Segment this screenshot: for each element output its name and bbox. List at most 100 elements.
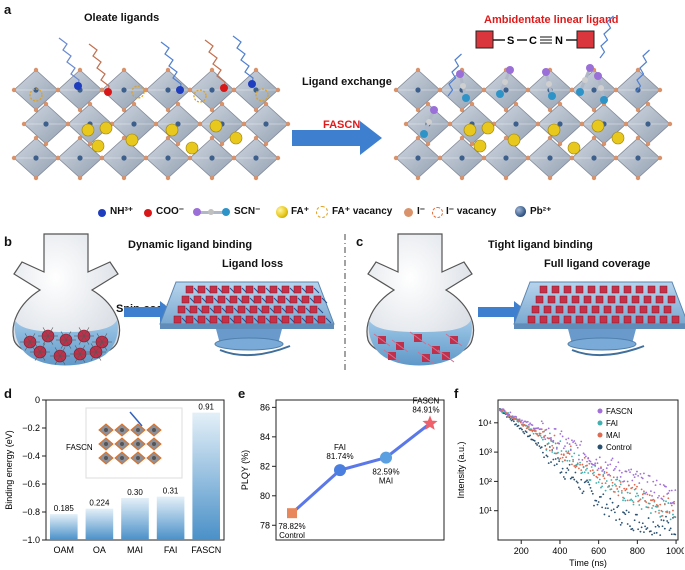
- iodide-atom: [547, 135, 553, 141]
- iodide-atom: [219, 141, 225, 147]
- iodide-atom: [77, 107, 83, 113]
- decay-point: [656, 524, 659, 527]
- y-tick-label: 82: [260, 461, 270, 471]
- decay-point: [544, 444, 547, 447]
- decay-point: [634, 487, 637, 490]
- decay-point: [529, 422, 532, 425]
- fa-vacancy: [131, 85, 145, 99]
- ligand-arm: [95, 343, 102, 353]
- film-cube: [547, 295, 556, 304]
- film-cube: [233, 285, 242, 294]
- inset-pb: [120, 428, 124, 432]
- decay-point: [644, 492, 646, 495]
- pb-atom: [175, 121, 181, 127]
- decay-point: [576, 446, 579, 449]
- ligand-arm: [437, 349, 455, 363]
- decay-point: [647, 517, 650, 519]
- film-cube: [659, 315, 668, 324]
- decay-point: [544, 438, 547, 441]
- ligand-arm: [409, 331, 427, 345]
- perovskite-slab-right: [393, 67, 673, 181]
- decay-point: [605, 471, 608, 474]
- scn-n-atom: [420, 130, 428, 138]
- decay-point: [502, 408, 505, 411]
- film-b-nanocrystals: [173, 285, 332, 324]
- iodide-atom: [77, 67, 83, 73]
- decay-point: [548, 446, 551, 448]
- decay-point: [578, 458, 580, 461]
- iodide-atom: [275, 155, 281, 161]
- inset-scn: [129, 411, 143, 427]
- point-label: 78.82%: [278, 522, 305, 531]
- decay-point: [608, 473, 610, 476]
- decay-point: [503, 409, 506, 412]
- ligand-arm: [78, 327, 85, 337]
- ligand-arm: [54, 347, 61, 357]
- decay-point: [499, 409, 501, 412]
- inset-pb: [104, 428, 108, 432]
- decay-point: [652, 504, 655, 507]
- fa-cation: [463, 123, 477, 137]
- y-tick-label: 84: [260, 432, 270, 442]
- decay-point: [616, 478, 619, 481]
- decay-point: [586, 479, 588, 482]
- decay-point: [616, 488, 619, 490]
- decay-point: [528, 423, 530, 426]
- decay-point: [631, 486, 634, 489]
- point-label: 82.59%: [372, 468, 399, 477]
- iodide-atom: [65, 121, 71, 127]
- iodide-atom: [11, 87, 17, 93]
- decay-point: [578, 454, 580, 457]
- ligand-arm: [29, 341, 36, 351]
- iodide-atom: [99, 87, 105, 93]
- iodide-atom: [569, 155, 575, 161]
- panel-c-label: c: [356, 234, 364, 249]
- film-cube: [563, 285, 572, 294]
- decay-point: [581, 459, 584, 461]
- decay-point: [601, 470, 604, 472]
- decay-point: [650, 512, 652, 514]
- decay-point: [603, 470, 606, 473]
- decay-point: [670, 533, 673, 536]
- iodide-atom: [645, 141, 651, 147]
- decay-point: [623, 512, 626, 514]
- point-name: MAI: [379, 477, 393, 486]
- decay-point: [658, 512, 660, 514]
- film-cube: [277, 295, 286, 304]
- decay-point: [636, 513, 638, 516]
- decay-point: [582, 452, 585, 455]
- film-cube: [265, 295, 274, 304]
- ligand-arm: [34, 343, 41, 353]
- decay-point: [670, 489, 673, 492]
- decay-point: [627, 469, 630, 471]
- decay-point: [607, 507, 609, 510]
- decay-point: [610, 479, 613, 481]
- ligand-head: [104, 88, 112, 96]
- ligand-arm: [39, 351, 46, 361]
- decay-point: [543, 456, 545, 459]
- ligand-arm: [96, 333, 103, 343]
- decay-point: [550, 437, 552, 439]
- decay-point: [581, 471, 584, 474]
- decay-point: [636, 492, 638, 495]
- decay-point: [580, 469, 583, 472]
- film-cube: [217, 295, 226, 304]
- decay-point: [640, 488, 643, 491]
- film-cube: [655, 295, 664, 304]
- film-cube: [543, 305, 552, 314]
- decay-point: [565, 471, 568, 474]
- decay-point: [561, 456, 564, 459]
- decay-point: [617, 490, 620, 493]
- iodide-atom: [425, 101, 431, 107]
- decay-point: [636, 470, 638, 473]
- legend-row: NH³⁺ COO⁻ SCN⁻ FA⁺ FA⁺ vacancy I⁻ I⁻ vac…: [0, 205, 685, 223]
- film-cube: [213, 305, 222, 314]
- pb-atom: [415, 87, 421, 93]
- decay-point: [669, 502, 672, 504]
- decay-point: [603, 477, 606, 480]
- film-cube: [559, 295, 568, 304]
- decay-point: [580, 440, 583, 443]
- iodide-atom: [187, 155, 193, 161]
- y-tick-label: −0.8: [22, 507, 40, 517]
- ligand-arm: [65, 339, 72, 349]
